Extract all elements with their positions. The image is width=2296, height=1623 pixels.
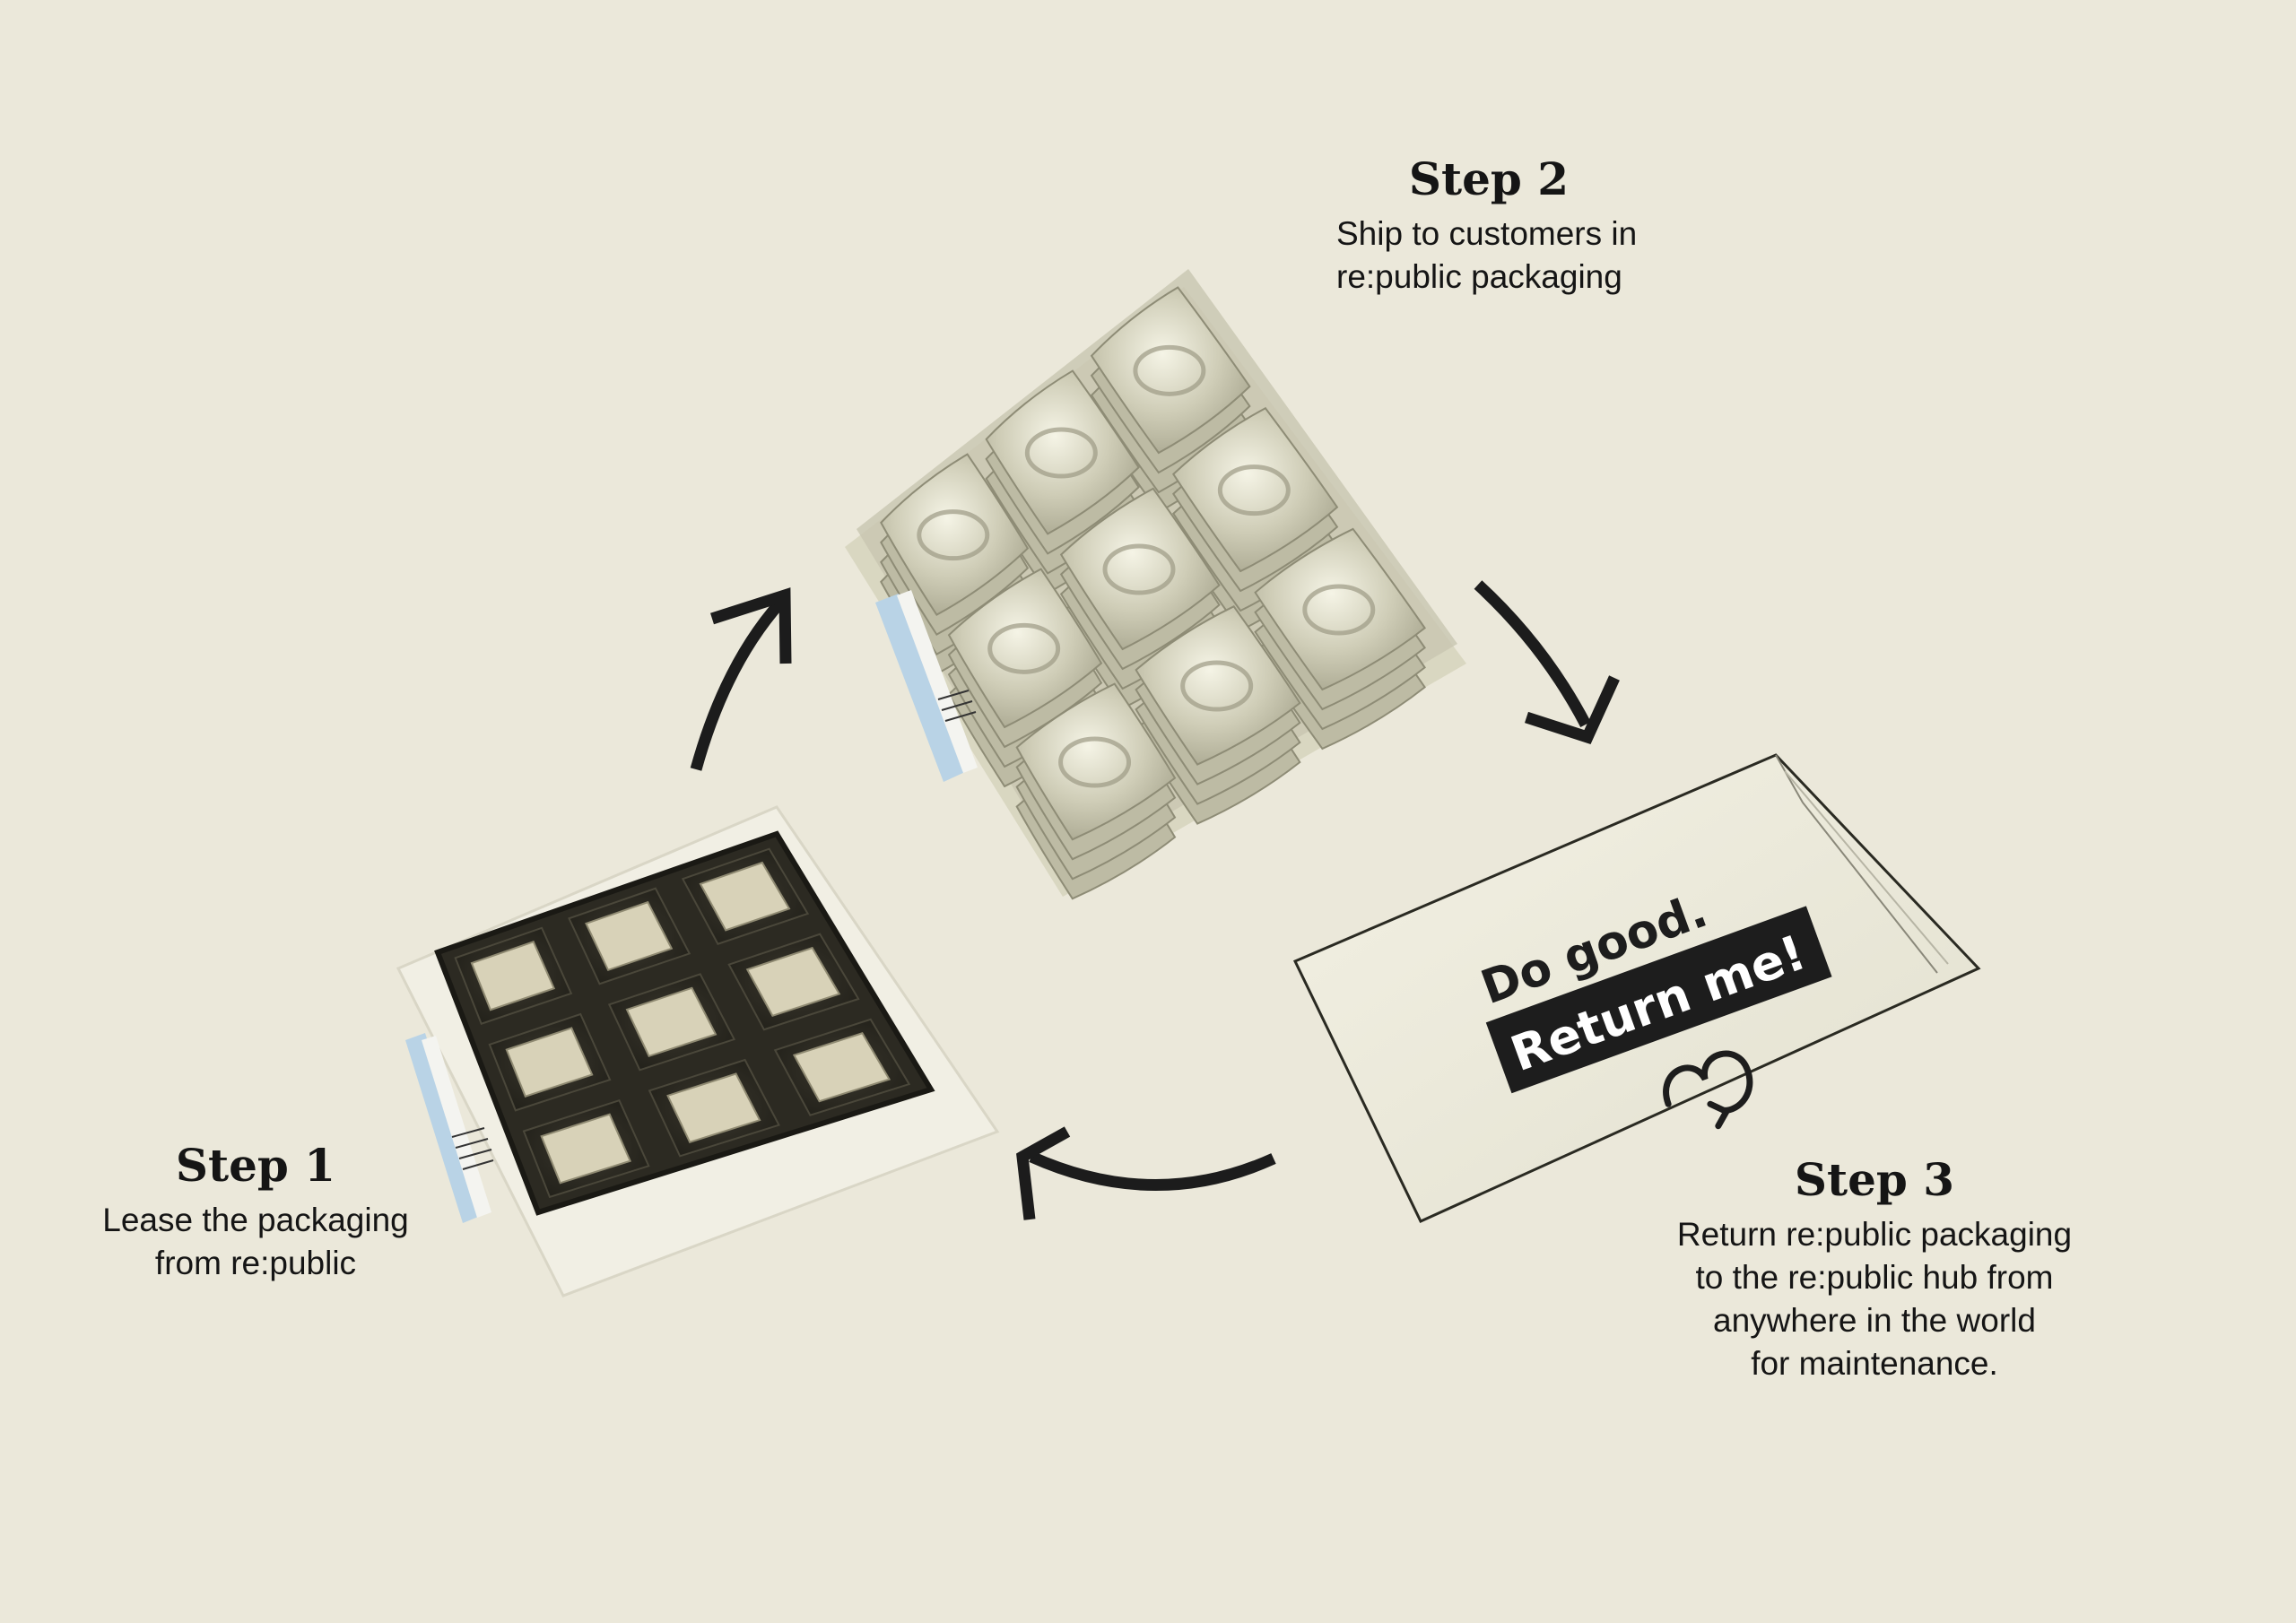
tray-insert <box>585 900 674 972</box>
step-2-title: Step 2 <box>1408 152 1570 205</box>
pouch-highlight <box>987 622 1061 674</box>
step-3-title: Step 3 <box>1794 1153 1955 1206</box>
pouch <box>1135 605 1301 766</box>
step-1-block: Step 1 Lease the packaging from re:publi… <box>63 1141 448 1285</box>
barcode-label-icon <box>405 1033 494 1223</box>
pouch <box>1090 286 1251 455</box>
pouch-stack-illustration <box>845 269 1466 900</box>
tray-insert <box>505 1027 594 1098</box>
pouch <box>1059 487 1221 651</box>
pouch-highlight <box>1102 543 1176 595</box>
pouch-highlight <box>1133 344 1206 396</box>
step-3-text: Return re:public packaging to the re:pub… <box>1676 1216 2073 1382</box>
pouch-highlight <box>1180 660 1254 712</box>
tray-insert <box>540 1113 632 1185</box>
tray-insert <box>470 941 556 1011</box>
step-1-text: Lease the packaging from re:public <box>102 1202 409 1281</box>
pouch-highlight <box>1024 427 1098 479</box>
curved-arrow-icon <box>1474 580 1620 744</box>
tray-cells <box>454 847 911 1199</box>
tray-illustration <box>396 805 1000 1298</box>
pouch-highlight <box>1302 584 1376 636</box>
mailer-banner <box>1485 906 1832 1094</box>
tray-insert <box>666 1072 761 1143</box>
pouch <box>1254 527 1426 691</box>
pouch <box>985 369 1140 535</box>
pouch-highlight <box>1058 736 1132 788</box>
tray-insert <box>699 861 791 932</box>
pouch-highlight <box>917 509 990 561</box>
tray-insert <box>745 946 841 1017</box>
step-1-title: Step 1 <box>175 1139 336 1192</box>
tray-insert <box>625 986 718 1057</box>
step-2-block: Step 2 Ship to customers in re:public pa… <box>1336 154 1713 299</box>
pouch <box>880 453 1030 616</box>
pouch <box>1015 682 1177 841</box>
pouch-highlight <box>1217 464 1291 516</box>
return-loop-icon <box>1663 1050 1753 1130</box>
pouch-grid <box>880 286 1426 900</box>
step-3-block: Step 3 Return re:public packaging to the… <box>1632 1155 2117 1385</box>
barcode-label-icon <box>875 590 978 782</box>
step-2-text: Ship to customers in re:public packaging <box>1336 215 1638 295</box>
mailer-illustration: Do good. Return me! <box>1292 753 1981 1223</box>
curved-arrow-icon <box>690 587 792 771</box>
curved-arrow-icon <box>1016 1126 1276 1220</box>
pouch <box>947 568 1103 729</box>
tray-insert <box>792 1032 891 1103</box>
pouch <box>1172 406 1339 573</box>
